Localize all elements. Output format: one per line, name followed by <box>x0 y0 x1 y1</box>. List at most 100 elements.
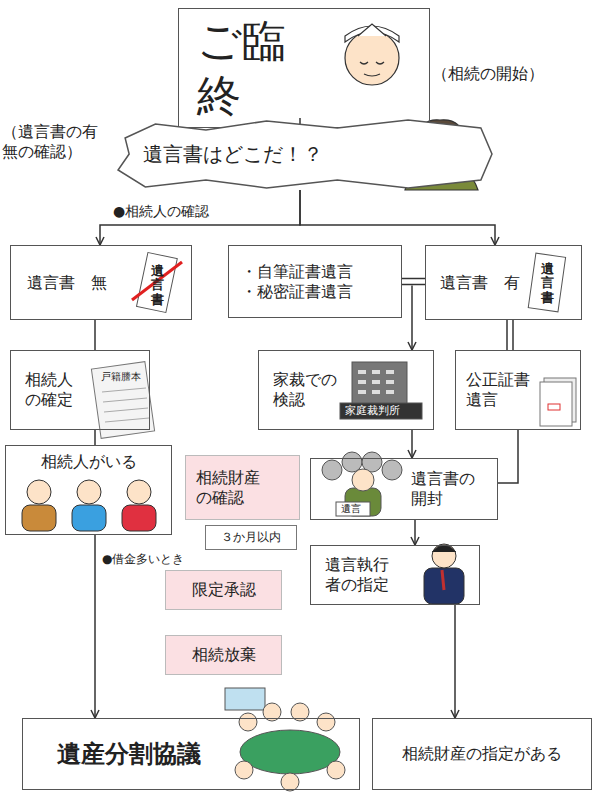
family-register-icon <box>91 362 154 439</box>
family-register-icon <box>91 362 154 439</box>
process-box: 遺言書 無 <box>10 245 192 320</box>
crossed-will-icon <box>137 252 178 312</box>
connector-line <box>100 190 300 245</box>
heirs-icon <box>77 480 101 504</box>
document-title: 遺言書 <box>541 262 554 305</box>
meeting-icon <box>225 688 345 791</box>
connector <box>95 320 96 350</box>
old-man-icon <box>360 62 384 76</box>
connector <box>498 430 518 483</box>
process-box: 相続人がいる <box>5 445 172 535</box>
will-icon <box>528 253 565 312</box>
relatives-icon <box>322 452 402 516</box>
connector-line <box>300 190 495 245</box>
node-text: 相続放棄 <box>174 645 273 665</box>
annotation: 戸籍謄本 <box>101 371 141 384</box>
connector-line <box>402 284 425 286</box>
connector-line <box>94 535 96 718</box>
relatives-icon <box>382 460 402 480</box>
relatives-icon <box>352 469 374 491</box>
connector <box>402 279 425 285</box>
connector-line <box>94 320 96 350</box>
node-text: 遺言執行者の指定 <box>325 555 397 595</box>
node-text: ・自筆証書遺言 <box>241 262 393 282</box>
process-box: 遺言書の開封 <box>310 458 498 520</box>
connector-line <box>498 430 518 483</box>
crossed-will-icon <box>132 252 182 312</box>
executor-icon <box>432 545 456 552</box>
meeting-icon <box>281 773 299 791</box>
connector-line <box>402 278 425 280</box>
heirs-icon <box>72 505 106 531</box>
process-box: 家裁での検認 <box>258 350 434 430</box>
heirs-icon <box>22 505 56 531</box>
notary-deed-icon <box>540 378 576 426</box>
node-text: ご臨終 <box>197 13 329 123</box>
old-man-icon <box>345 31 399 85</box>
connector <box>412 430 413 458</box>
process-box: 相続財産の指定がある <box>372 718 592 790</box>
relatives-icon <box>342 452 362 472</box>
annotation: ●借金多いとき <box>102 552 184 567</box>
relatives-icon <box>322 460 342 480</box>
node-text: 相続財産の確認 <box>196 468 266 508</box>
node-text: 相続人がいる <box>16 452 161 472</box>
executor-icon <box>432 544 456 568</box>
annotation: （相続の開始） <box>432 64 544 84</box>
connector-line <box>414 520 416 545</box>
node-text: 限定承認 <box>174 580 273 600</box>
connector <box>455 605 456 718</box>
highlight-box: 限定承認 <box>165 570 282 610</box>
connector-line <box>512 320 514 350</box>
court-building-icon <box>340 403 422 419</box>
meeting-icon <box>240 730 340 774</box>
process-box: 相続人の確定 <box>10 350 150 430</box>
executor-icon <box>442 570 444 590</box>
meeting-icon <box>327 761 345 779</box>
heirs-icon <box>27 480 51 504</box>
relatives-icon <box>336 502 370 516</box>
heirs-icon <box>22 480 156 531</box>
annotation: ●相続人の確認 <box>113 203 209 221</box>
process-box: ３か月以内 <box>205 525 297 550</box>
node-text: 遺産分割協議 <box>57 739 219 769</box>
will-icon <box>528 253 565 312</box>
connector <box>300 190 495 245</box>
process-box: 公正証書遺言 <box>455 350 581 430</box>
connector-line <box>94 430 96 445</box>
annotation: （遺言書の有無の確認） <box>2 122 110 162</box>
process-box: ・自筆証書遺言・秘密証書遺言 <box>228 245 402 318</box>
node-text: 相続人の確定 <box>25 370 79 410</box>
connector-line <box>454 605 456 718</box>
node-text: ３か月以内 <box>210 530 292 545</box>
family-register-icon <box>102 388 149 422</box>
annotation: 遺言 <box>341 503 361 516</box>
notary-deed-icon <box>548 404 560 410</box>
notary-deed-icon <box>540 382 572 426</box>
connector <box>507 320 513 350</box>
annotation: 家庭裁判所 <box>345 404 400 418</box>
old-man-icon <box>345 24 399 85</box>
node-text: 公正証書遺言 <box>466 370 536 410</box>
node-text: 家裁での検認 <box>273 370 343 410</box>
meeting-icon <box>317 713 335 731</box>
node-text: 相続財産の指定がある <box>383 744 581 764</box>
connector-line <box>411 430 413 458</box>
node-text: 遺言書はどこだ！？ <box>143 142 394 167</box>
old-man-icon <box>358 24 386 36</box>
connector <box>95 535 96 718</box>
court-building-icon <box>340 362 422 419</box>
connector-line <box>411 286 413 351</box>
court-building-icon <box>358 372 394 392</box>
cloud-shape: 遺言書はどこだ！？ <box>115 118 494 190</box>
executor-icon <box>424 568 464 604</box>
heirs-icon <box>127 480 151 504</box>
node-text: ・秘密証書遺言 <box>241 282 393 302</box>
connector <box>100 190 300 245</box>
process-box: 遺言執行者の指定 <box>310 545 480 605</box>
connector <box>95 430 96 445</box>
highlight-box: 相続放棄 <box>165 635 282 675</box>
meeting-icon <box>225 688 265 710</box>
executor-icon <box>424 544 464 604</box>
meeting-icon <box>235 761 253 779</box>
